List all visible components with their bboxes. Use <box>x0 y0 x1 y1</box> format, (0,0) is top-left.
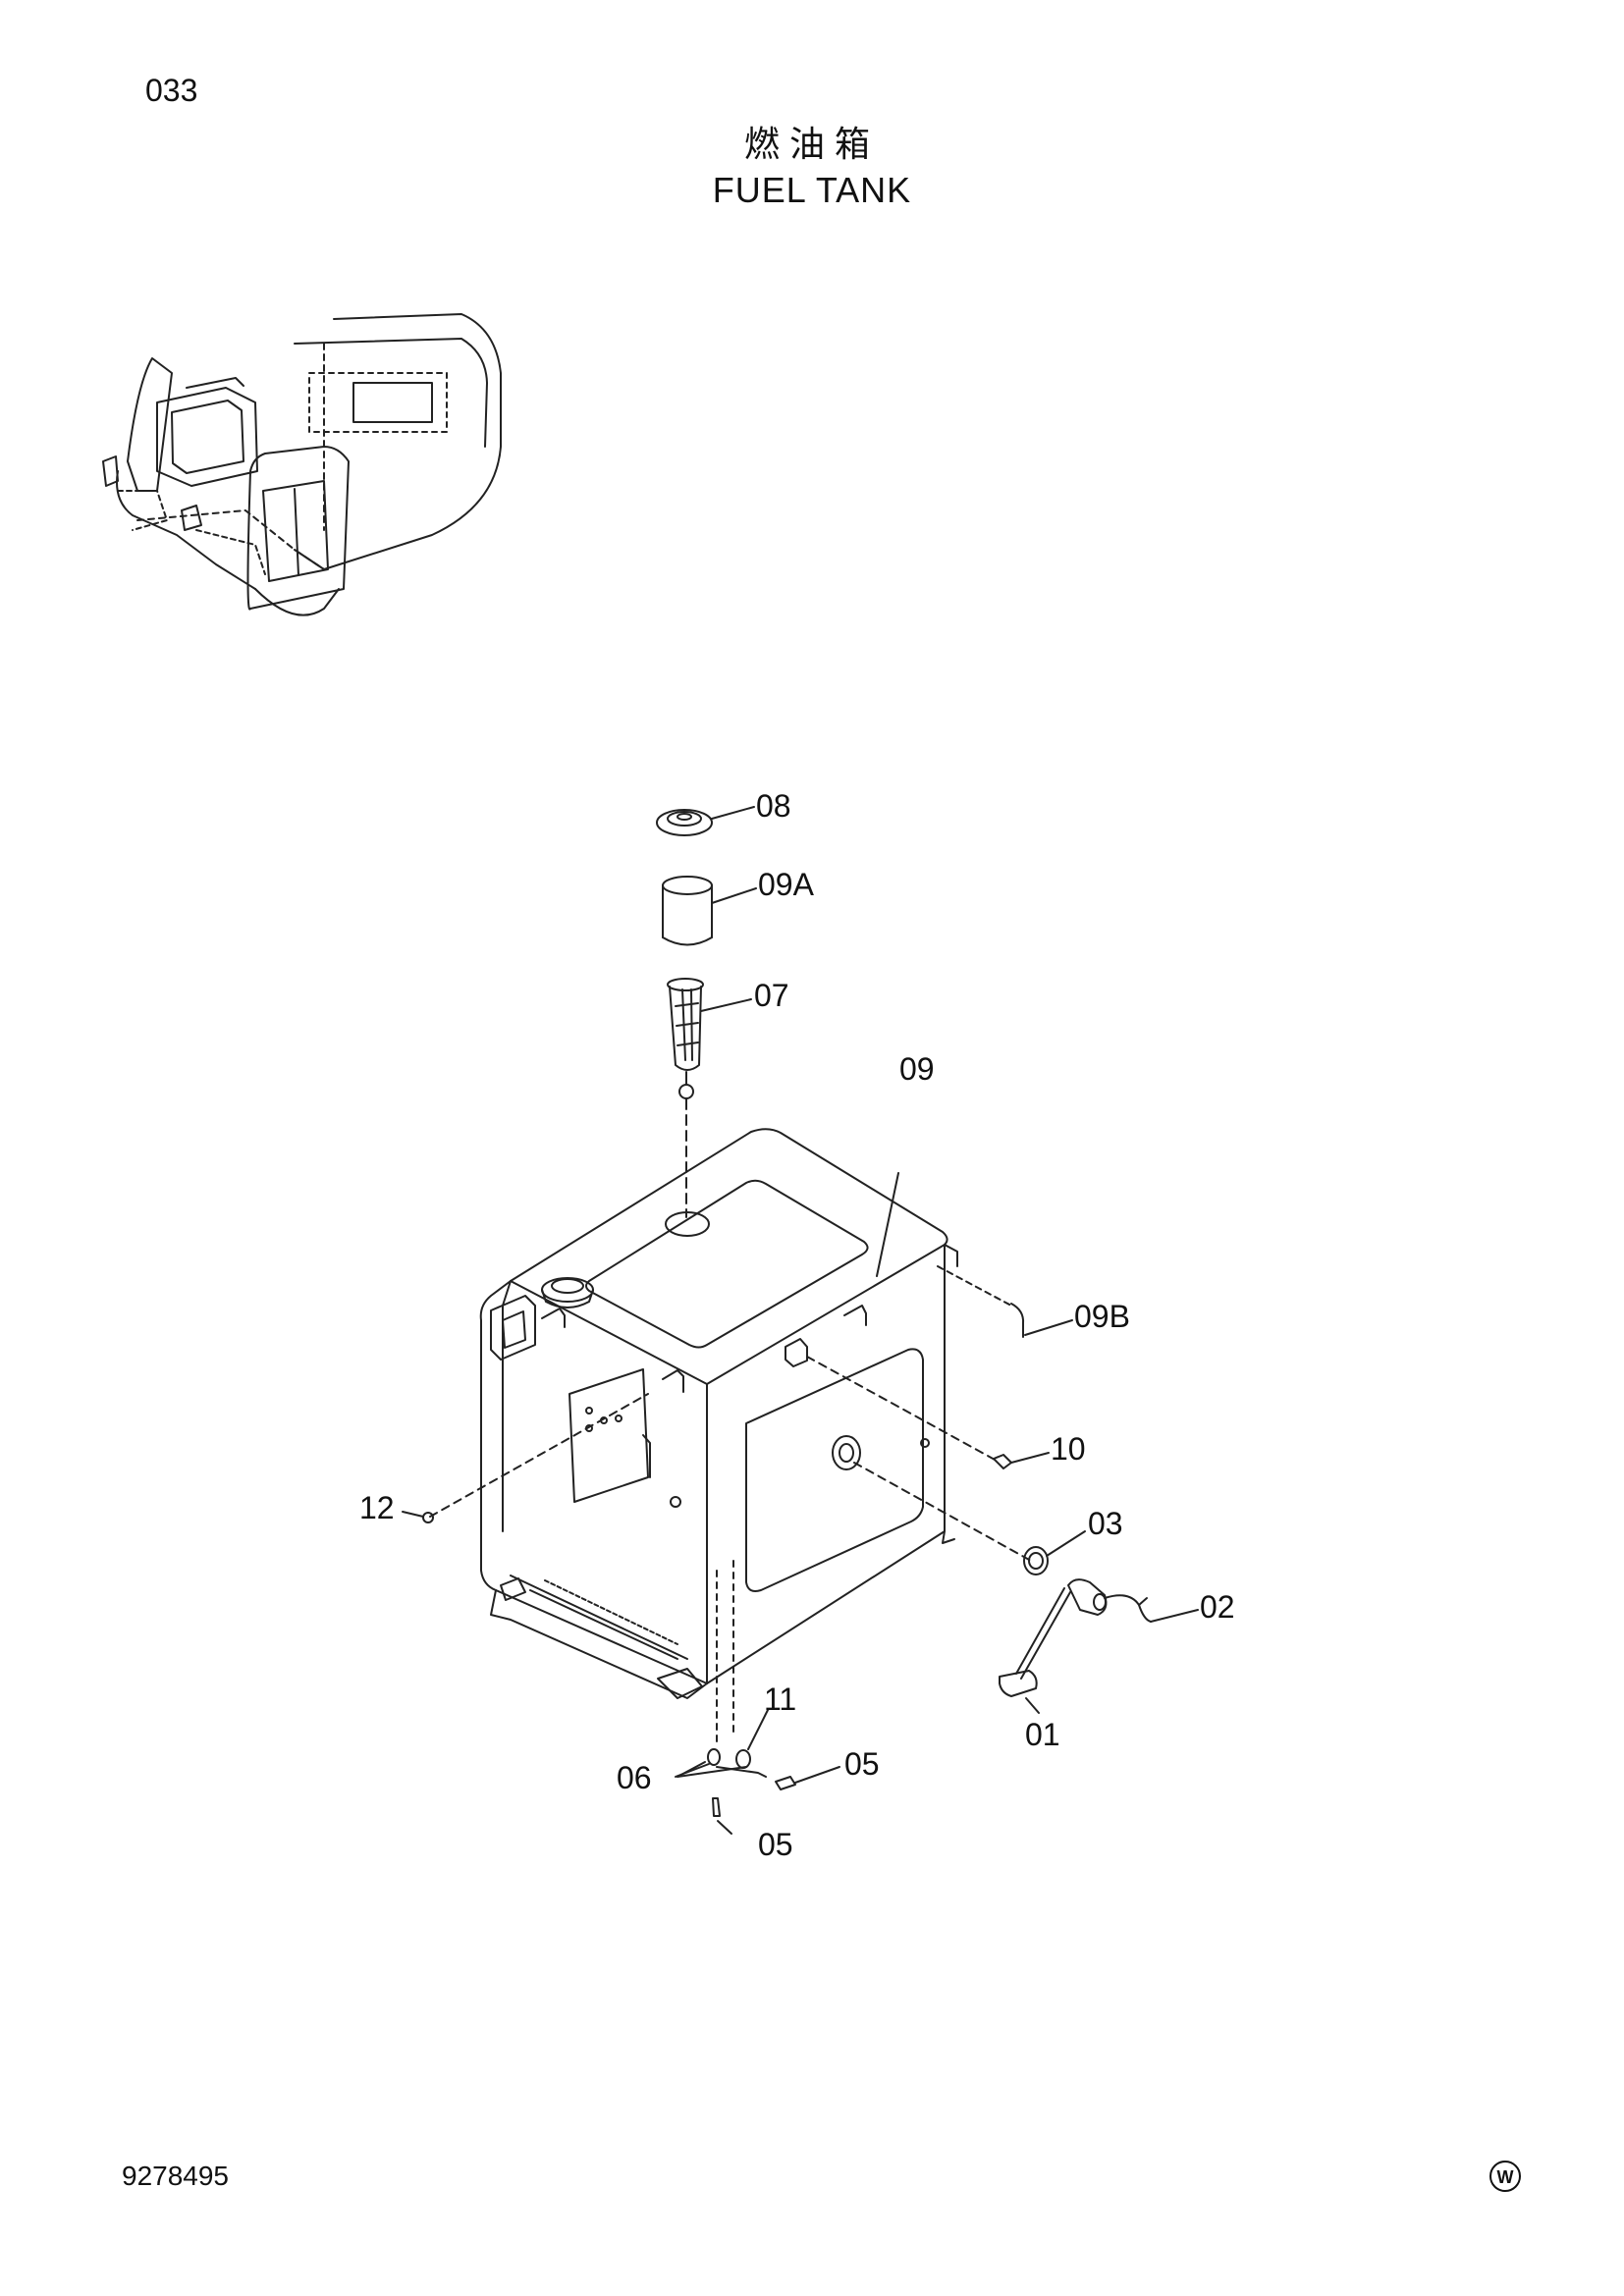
part-03-o-ring <box>853 1462 1086 1575</box>
part-08-cap <box>656 806 755 836</box>
callout-05-bottom: 05 <box>758 1827 793 1862</box>
callout-08: 08 <box>756 788 791 824</box>
part-07-strainer <box>667 978 752 1099</box>
part-05-plugs <box>712 1766 840 1835</box>
part-01-float <box>999 1670 1040 1714</box>
callout-03: 03 <box>1088 1506 1123 1541</box>
corner-mark-w: W <box>1489 2161 1521 2192</box>
callout-09A: 09A <box>758 867 815 902</box>
part-09B-tube <box>937 1265 1073 1338</box>
part-12-bolt <box>402 1393 649 1523</box>
part-10-bolt <box>806 1356 1050 1469</box>
title-english: FUEL TANK <box>712 170 912 210</box>
callout-09: 09 <box>899 1051 935 1087</box>
callout-01: 01 <box>1025 1717 1060 1752</box>
part-09A-filter <box>662 876 757 946</box>
part-09-fuel-tank <box>479 1128 958 1748</box>
callout-10: 10 <box>1051 1431 1086 1467</box>
callout-06: 06 <box>617 1760 652 1795</box>
part-02-fuel-gauge <box>1015 1578 1199 1680</box>
part-06-fittings <box>675 1748 767 1778</box>
title-chinese: 燃油箱 <box>743 125 880 165</box>
page-number: 033 <box>145 73 198 108</box>
callout-02: 02 <box>1200 1589 1235 1625</box>
callout-09B: 09B <box>1074 1299 1130 1334</box>
callout-05-right: 05 <box>844 1746 880 1782</box>
corner-mark-letter: W <box>1497 2167 1514 2187</box>
callout-12: 12 <box>359 1490 395 1525</box>
machine-overview-thumbnail <box>102 313 502 616</box>
part-11-drain-valve <box>735 1709 769 1769</box>
callout-07: 07 <box>754 978 789 1013</box>
callout-11: 11 <box>764 1682 796 1717</box>
document-number: 9278495 <box>122 2161 230 2191</box>
